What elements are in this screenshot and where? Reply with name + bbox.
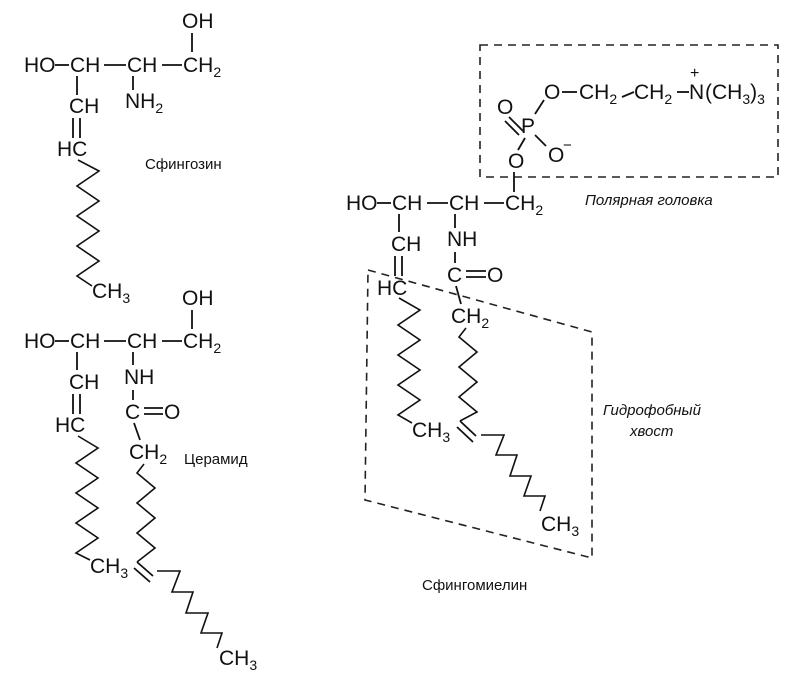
hydrocarbon-chain [135, 463, 157, 563]
phosphate-o-double: O [497, 96, 513, 119]
hydrocarbon-chain [74, 435, 100, 561]
hydrocarbon-chain [481, 434, 547, 512]
ceramide-structure: OH HO CH CH CH2 NH CH HC C O CH2 CH3 CH3… [24, 287, 257, 673]
ch-group: CH [69, 371, 99, 394]
ch3-group: CH3 [92, 280, 130, 306]
oh-group: OH [182, 287, 214, 310]
oh-group: OH [182, 10, 214, 33]
carbonyl-c: C [447, 264, 462, 287]
phosphorus: P [521, 115, 535, 138]
ch3-group: CH3 [412, 419, 450, 445]
hydrophobic-tail-box [364, 268, 593, 560]
carbonyl-c: C [125, 401, 140, 424]
sphingosine-label: Сфингозин [145, 156, 222, 173]
ch2-group: CH2 [129, 441, 167, 467]
ch-group: CH [70, 330, 100, 353]
hc-group: HC [377, 277, 407, 300]
double-bond [133, 567, 151, 583]
ch-group: CH [391, 233, 421, 256]
hc-group: HC [55, 414, 85, 437]
minus-charge: − [563, 137, 572, 154]
polar-head-label: Полярная головка [585, 192, 713, 209]
bond [534, 134, 547, 147]
hydrocarbon-chain [157, 570, 224, 649]
hydrocarbon-chain [75, 159, 101, 287]
bond [534, 99, 545, 115]
ch-group: CH [449, 192, 479, 215]
nh-group: NH [124, 366, 154, 389]
sphingomyelin-structure: O P O CH2 CH2 N + (CH3)3 O − O Полярная … [346, 44, 779, 594]
phosphate-o-link: O [508, 150, 524, 173]
phosphate-o-ester: O [544, 81, 560, 104]
trimethyl-group: (CH3)3 [705, 81, 765, 107]
hydrocarbon-chain [457, 327, 479, 422]
ch3-group: CH3 [541, 513, 579, 539]
hydrophobic-tail-label: Гидрофобный [603, 402, 702, 419]
nh2-group: NH2 [125, 90, 163, 116]
double-bond [459, 420, 477, 437]
ch2-group: CH2 [505, 192, 543, 218]
phosphate-o-minus: O [548, 144, 564, 167]
ch-group: CH [392, 192, 422, 215]
double-bond [456, 426, 474, 443]
ch2-group: CH2 [183, 54, 221, 80]
hydrocarbon-chain [396, 297, 422, 424]
bond [133, 422, 141, 441]
choline-ch2: CH2 [634, 81, 672, 107]
ho-group: HO [346, 192, 378, 215]
ch-group: CH [69, 95, 99, 118]
choline-ch2: CH2 [579, 81, 617, 107]
double-bond [504, 120, 520, 136]
sphingomyelin-label: Сфингомиелин [422, 577, 527, 594]
ch3-group: CH3 [90, 555, 128, 581]
quaternary-nitrogen: N [689, 81, 704, 104]
ch-group: CH [70, 54, 100, 77]
carbonyl-o: O [164, 401, 180, 424]
ch2-group: CH2 [451, 305, 489, 331]
ch-group: CH [127, 54, 157, 77]
bond [517, 137, 526, 151]
ho-group: HO [24, 330, 56, 353]
ch-group: CH [127, 330, 157, 353]
hc-group: HC [57, 138, 87, 161]
nh-group: NH [447, 228, 477, 251]
ch2-group: CH2 [183, 330, 221, 356]
plus-charge: + [690, 65, 699, 82]
double-bond [508, 116, 524, 132]
double-bond [136, 561, 154, 577]
carbonyl-o: O [487, 264, 503, 287]
ho-group: HO [24, 54, 56, 77]
polar-head-box [479, 44, 779, 178]
sphingosine-structure: OH HO CH CH CH2 NH2 CH HC CH3 Сфингозин [24, 10, 222, 306]
bond [621, 91, 635, 98]
ceramide-label: Церамид [184, 451, 248, 468]
hydrophobic-tail-label: хвост [629, 423, 673, 440]
ch3-group: CH3 [219, 647, 257, 673]
bond [455, 285, 462, 305]
